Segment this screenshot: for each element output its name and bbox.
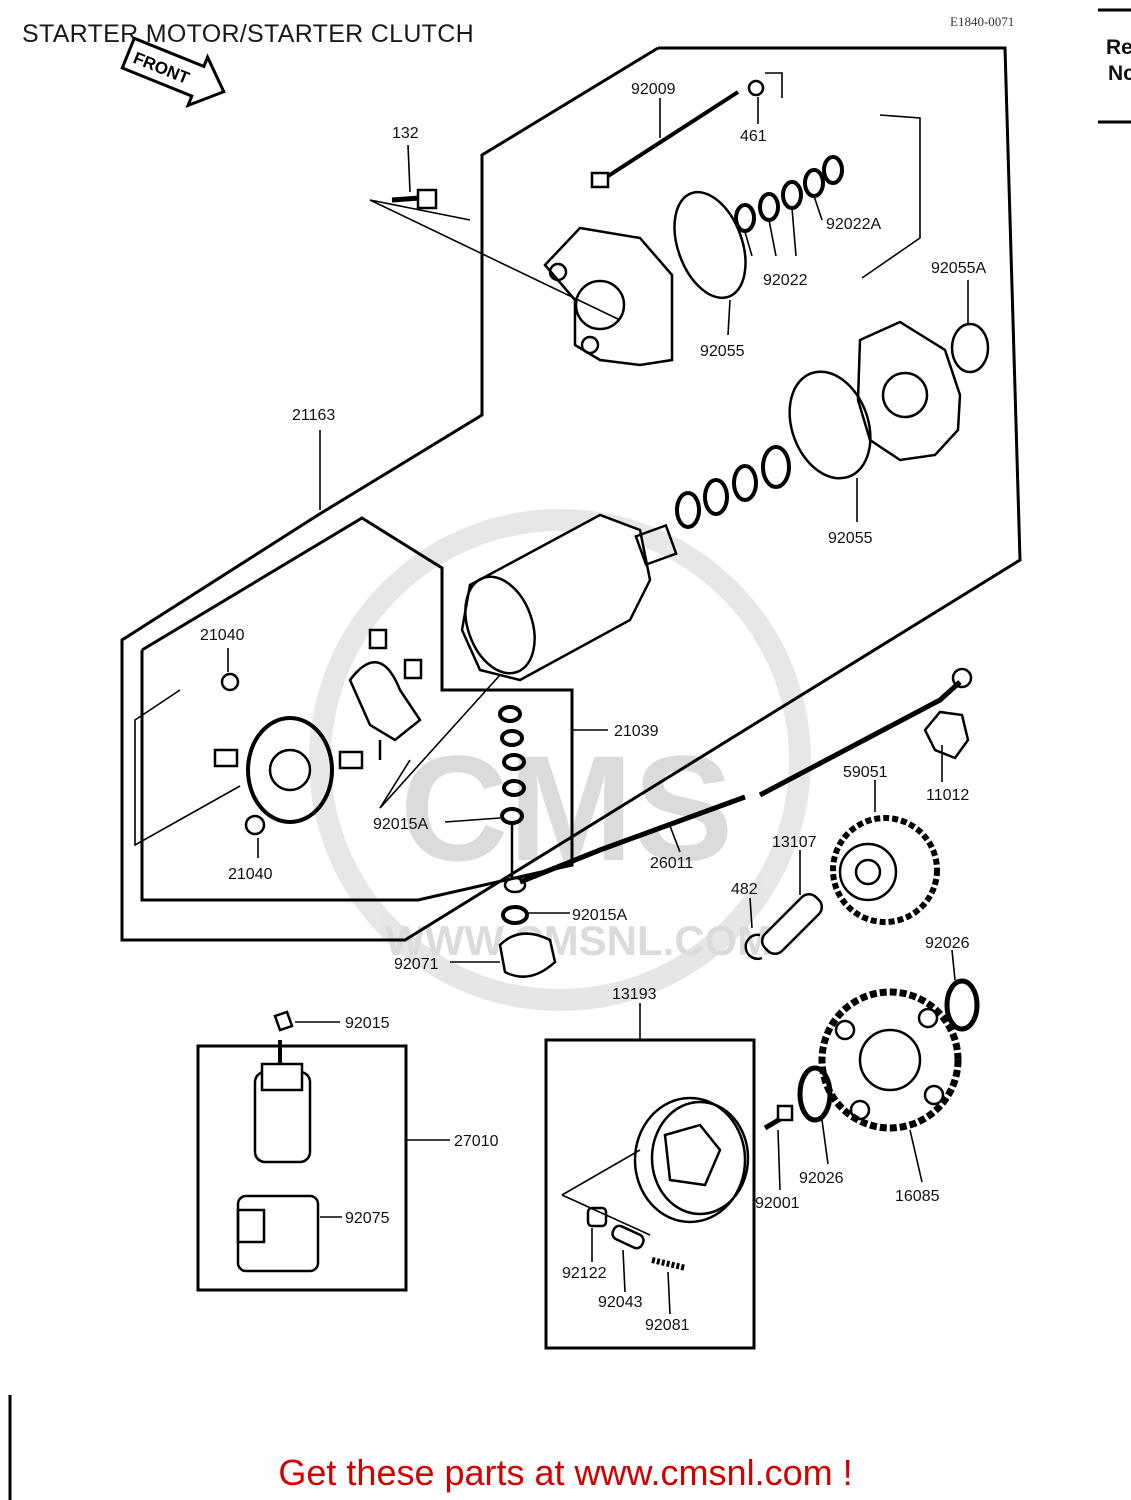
part-drawings [213, 79, 990, 1273]
washer-shaft-2 [703, 478, 729, 516]
part-label-461: 461 [740, 128, 767, 145]
part-label-92043: 92043 [598, 1294, 643, 1311]
washer-92022-1 [734, 203, 756, 233]
part-label-16085: 16085 [895, 1188, 940, 1205]
brush-plate [348, 628, 423, 760]
part-label-13193: 13193 [612, 986, 657, 1003]
part-label-92075: 92075 [345, 1210, 390, 1227]
front-arrow-icon: FRONT [120, 36, 226, 108]
side-text-2: Nc [1108, 62, 1131, 85]
bolt-132 [391, 188, 438, 210]
part-label-92022: 92022 [763, 272, 808, 289]
part-label-92015A-top: 92015A [373, 816, 428, 833]
spring-92081 [651, 1257, 687, 1271]
starter-lead-top [758, 680, 962, 798]
washer-92022A-1 [803, 168, 825, 198]
terminal-cover-11012 [923, 710, 970, 760]
part-label-92009: 92009 [631, 81, 676, 98]
part-label-92015: 92015 [345, 1015, 390, 1032]
footer-link-text[interactable]: Get these parts at www.cmsnl.com ! [278, 1452, 853, 1493]
washer-92022-3 [781, 180, 803, 210]
part-label-92015A-bottom: 92015A [572, 907, 627, 924]
clutch-outline [544, 1038, 756, 1350]
solenoid-cover-92075 [236, 1194, 320, 1273]
part-label-59051: 59051 [843, 764, 888, 781]
part-label-92071: 92071 [394, 956, 439, 973]
part-label-92001: 92001 [755, 1195, 800, 1212]
roller-92122 [586, 1206, 608, 1228]
o-ring-mid [788, 370, 872, 480]
through-bolt-head [590, 171, 610, 189]
washer-shaft-1 [675, 491, 701, 529]
starter-lead-26011 [519, 794, 746, 885]
part-label-27010: 27010 [454, 1133, 499, 1150]
part-label-482: 482 [731, 881, 758, 898]
bolt-92001 [763, 1104, 794, 1131]
spring-21040-bottom [244, 814, 266, 836]
brush-holder-outline [140, 516, 574, 902]
clutch-gear-16085 [818, 988, 962, 1132]
armature [460, 513, 652, 682]
idle-gear-59051 [830, 815, 940, 925]
solenoid-27010 [253, 1010, 312, 1164]
leader-lines [134, 72, 969, 1315]
part-label-92122: 92122 [562, 1265, 607, 1282]
o-ring-top [673, 190, 747, 300]
part-label-92026-top: 92026 [925, 935, 970, 952]
assembly-outlines [120, 46, 1022, 1350]
end-cover [543, 226, 674, 367]
diagram-code: E1840-0071 [950, 14, 1015, 29]
part-label-132: 132 [392, 125, 419, 142]
washer-92022-2 [758, 192, 780, 222]
nut-461 [747, 79, 765, 97]
through-bolt [600, 90, 740, 182]
washer-92022A-2 [822, 155, 844, 185]
plunger-92043 [611, 1224, 645, 1250]
part-label-11012: 11012 [926, 787, 969, 804]
washer-92026-top [944, 978, 980, 1032]
terminal-stack [498, 705, 529, 925]
solenoid-outline [196, 1044, 408, 1292]
watermark-url: WWW.CMSNL.COM [385, 917, 772, 964]
part-label-92055A: 92055A [931, 260, 986, 277]
page-edge-marks [8, 8, 1131, 1500]
washer-shaft-3 [732, 464, 758, 502]
part-label-92055-mid: 92055 [828, 530, 873, 547]
washer-92026-bottom [797, 1065, 833, 1123]
washer-shaft-4 [761, 445, 791, 489]
part-labels: 92009 461 132 92022A 92022 92055A 92055 … [200, 81, 986, 1334]
starter-clutch-13193 [633, 1096, 750, 1224]
part-label-92026-bottom: 92026 [799, 1170, 844, 1187]
part-label-92081: 92081 [645, 1317, 690, 1334]
part-label-21039: 21039 [614, 723, 659, 740]
spring-21040-top [220, 672, 240, 692]
starter-motor-outline [120, 46, 1022, 942]
terminal-cap [498, 932, 557, 978]
shaft-13107 [760, 892, 824, 956]
front-cover [856, 320, 962, 462]
brush-holder [213, 716, 364, 824]
o-ring-92055A [950, 322, 990, 374]
part-label-21163: 21163 [292, 407, 335, 424]
part-label-26011: 26011 [650, 855, 693, 872]
part-label-21040-bottom: 21040 [228, 866, 273, 883]
part-label-92022A: 92022A [826, 216, 881, 233]
diagram-title: STARTER MOTOR/STARTER CLUTCH [22, 20, 474, 48]
part-label-92055-top: 92055 [700, 343, 745, 360]
part-label-13107: 13107 [772, 834, 817, 851]
part-label-21040-top: 21040 [200, 627, 245, 644]
side-text-1: Re [1106, 36, 1131, 59]
circlip-482 [744, 933, 763, 960]
